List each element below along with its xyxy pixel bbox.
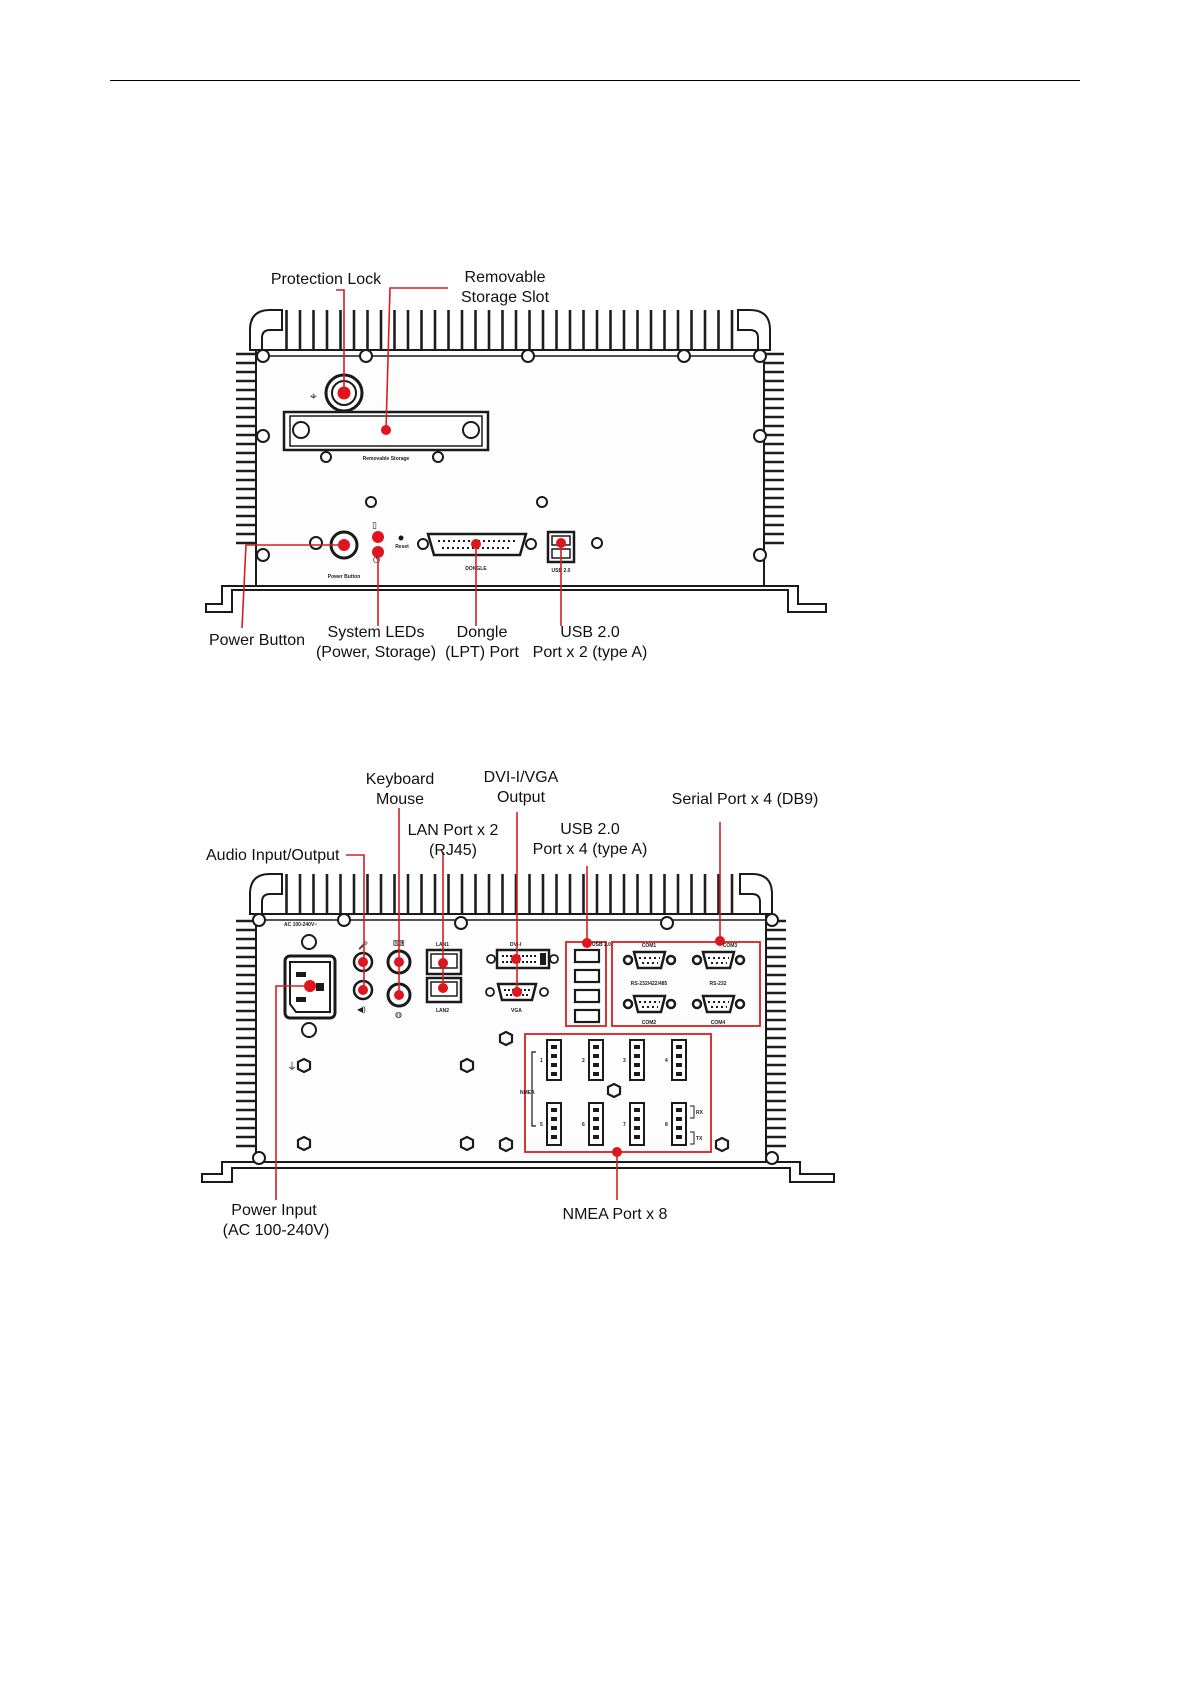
callout-system-leds-1: System LEDs bbox=[328, 624, 425, 641]
dvi-text: DVI-I bbox=[510, 942, 522, 948]
nmea-port-5: 5 bbox=[540, 1122, 543, 1128]
callout-keyboard-2: Mouse bbox=[376, 791, 424, 808]
com4-text: COM4 bbox=[711, 1020, 726, 1026]
front-bottom-flange bbox=[205, 585, 827, 613]
callout-rear-usb-1: USB 2.0 bbox=[560, 821, 620, 838]
audio-jacks[interactable] bbox=[352, 951, 374, 1001]
callout-removable-storage-1: Removable bbox=[465, 269, 546, 286]
callout-system-leds-2: (Power, Storage) bbox=[316, 644, 436, 661]
rear-panel: ⏚ AC 100-240V~ 🎤 ◀) ⌨ bbox=[201, 769, 835, 1239]
serial-ports[interactable] bbox=[611, 936, 761, 1027]
com3-text: COM3 bbox=[723, 943, 738, 949]
nmea-port-4: 4 bbox=[665, 1058, 668, 1064]
rear-left-fins bbox=[236, 914, 256, 1150]
com1-text: COM1 bbox=[642, 943, 657, 949]
rear-bottom-flange bbox=[201, 1161, 835, 1183]
lock-icon: ⌖ bbox=[310, 389, 317, 403]
rear-callout-lines bbox=[275, 808, 721, 1200]
nmea-port-8: 8 bbox=[665, 1122, 668, 1128]
speaker-icon: ◀) bbox=[357, 1005, 366, 1014]
tx-text: TX bbox=[696, 1136, 703, 1142]
callout-dongle-2: (LPT) Port bbox=[445, 644, 519, 661]
callout-protection-lock: Protection Lock bbox=[271, 271, 382, 288]
dvi-vga-ports[interactable] bbox=[485, 948, 559, 1002]
rs485-text: RS-232/422/485 bbox=[631, 981, 668, 987]
nmea-text: NMEA bbox=[520, 1090, 535, 1096]
callout-keyboard-1: Keyboard bbox=[366, 771, 435, 788]
callout-power-input-2: (AC 100-240V) bbox=[223, 1222, 330, 1239]
header-rule bbox=[110, 80, 1080, 81]
callout-dongle-1: Dongle bbox=[457, 624, 508, 641]
nmea-port-3: 3 bbox=[623, 1058, 626, 1064]
reset-button[interactable] bbox=[398, 535, 404, 541]
power-led-icon: ⏻ bbox=[373, 555, 380, 565]
hex-standoffs bbox=[296, 1030, 730, 1153]
rx-text: RX bbox=[696, 1110, 704, 1116]
front-callout-lines bbox=[241, 287, 562, 629]
callout-audio: Audio Input/Output bbox=[206, 847, 340, 864]
front-right-fins bbox=[764, 350, 784, 550]
nmea-port-2: 2 bbox=[582, 1058, 585, 1064]
mic-icon: 🎤 bbox=[358, 940, 368, 950]
front-top-fins bbox=[282, 310, 744, 354]
nmea-port-7: 7 bbox=[623, 1122, 626, 1128]
callout-lan-2: (RJ45) bbox=[429, 842, 477, 859]
vga-text: VGA bbox=[511, 1008, 522, 1014]
rs232-text: RS-232 bbox=[710, 981, 727, 987]
lan2-text: LAN2 bbox=[436, 1008, 449, 1014]
ground-icon: ⏚ bbox=[287, 1061, 297, 1073]
callout-serial: Serial Port x 4 (DB9) bbox=[672, 791, 819, 808]
callout-nmea: NMEA Port x 8 bbox=[563, 1206, 668, 1223]
rear-top-fins bbox=[282, 874, 744, 918]
ac-text: AC 100-240V~ bbox=[284, 922, 317, 928]
rear-right-fins bbox=[766, 914, 786, 1150]
callout-front-usb-2: Port x 2 (type A) bbox=[533, 644, 648, 661]
removable-storage-text: Removable Storage bbox=[363, 456, 410, 462]
storage-led-icon: ▯ bbox=[372, 520, 377, 530]
dongle-lpt-port[interactable] bbox=[417, 532, 537, 557]
front-left-fins bbox=[236, 350, 256, 550]
mouse-icon: ◍ bbox=[395, 1010, 402, 1019]
reset-text: Reset bbox=[395, 544, 409, 550]
callout-dvi-1: DVI-I/VGA bbox=[484, 769, 559, 786]
callout-front-usb-1: USB 2.0 bbox=[560, 624, 620, 641]
nmea-port-6: 6 bbox=[582, 1122, 585, 1128]
front-panel: ⌖ Removable Storage Power Button ▯ ⏻ bbox=[205, 269, 827, 661]
callout-rear-usb-2: Port x 4 (type A) bbox=[533, 841, 648, 858]
callout-removable-storage-2: Storage Slot bbox=[461, 289, 550, 306]
com2-text: COM2 bbox=[642, 1020, 657, 1026]
rear-usb-ports[interactable] bbox=[565, 938, 607, 1027]
callout-dvi-2: Output bbox=[497, 789, 546, 806]
ac-power-inlet[interactable] bbox=[283, 934, 337, 1038]
rear-usb-text: USB 2.0 bbox=[592, 942, 611, 948]
power-button-text: Power Button bbox=[328, 574, 361, 580]
callout-power-input-1: Power Input bbox=[231, 1202, 317, 1219]
lan-ports[interactable] bbox=[425, 948, 463, 1004]
nmea-ports[interactable] bbox=[524, 1033, 712, 1157]
callout-lan-1: LAN Port x 2 bbox=[408, 822, 499, 839]
nmea-port-1: 1 bbox=[540, 1058, 543, 1064]
callout-power-button: Power Button bbox=[209, 632, 305, 649]
